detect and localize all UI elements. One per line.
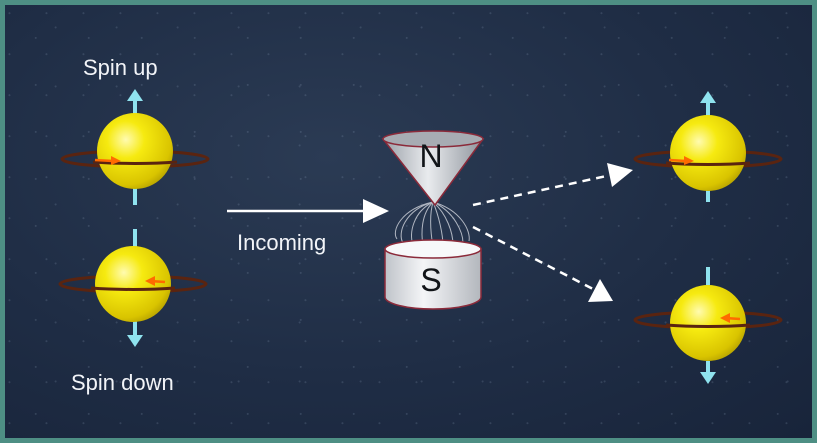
orbit-direction-icon	[111, 156, 121, 165]
particle-sphere	[95, 246, 171, 322]
deflected-beam-down	[472, 225, 613, 302]
particle-sphere	[670, 115, 746, 191]
incoming-beam-arrow	[227, 199, 389, 223]
particle-sphere	[97, 113, 173, 189]
spin-down-particle-left	[58, 229, 208, 347]
arrowhead-icon	[607, 163, 633, 187]
arrowhead-icon	[363, 199, 389, 223]
north-pole-label: N	[419, 138, 442, 174]
south-pole	[384, 239, 482, 310]
spin-up-particle-left	[60, 89, 210, 205]
orbit-direction-icon	[684, 156, 694, 165]
deflected-beam-up	[472, 163, 633, 207]
incoming-label: Incoming	[237, 230, 327, 255]
spin-up-label: Spin up	[83, 55, 158, 80]
orbit-direction-icon	[145, 276, 155, 286]
diagram-panel: N S Spin up Incoming Spin down	[5, 5, 812, 438]
spin-down-particle-right	[633, 267, 783, 384]
south-pole-label: S	[420, 262, 441, 298]
orbit-direction-icon	[720, 313, 730, 323]
arrowhead-icon	[588, 279, 613, 302]
spin-down-label: Spin down	[71, 370, 174, 395]
spin-down-arrow-icon	[127, 335, 143, 347]
spin-up-arrow-icon	[127, 89, 143, 101]
particle-sphere	[670, 285, 746, 361]
spin-down-arrow-icon	[700, 372, 716, 384]
starfield-texture	[5, 5, 812, 438]
spin-up-particle-right	[633, 91, 783, 202]
spin-up-arrow-icon	[700, 91, 716, 103]
stern-gerlach-diagram: N S	[58, 89, 783, 384]
stern-gerlach-magnet	[381, 130, 485, 310]
